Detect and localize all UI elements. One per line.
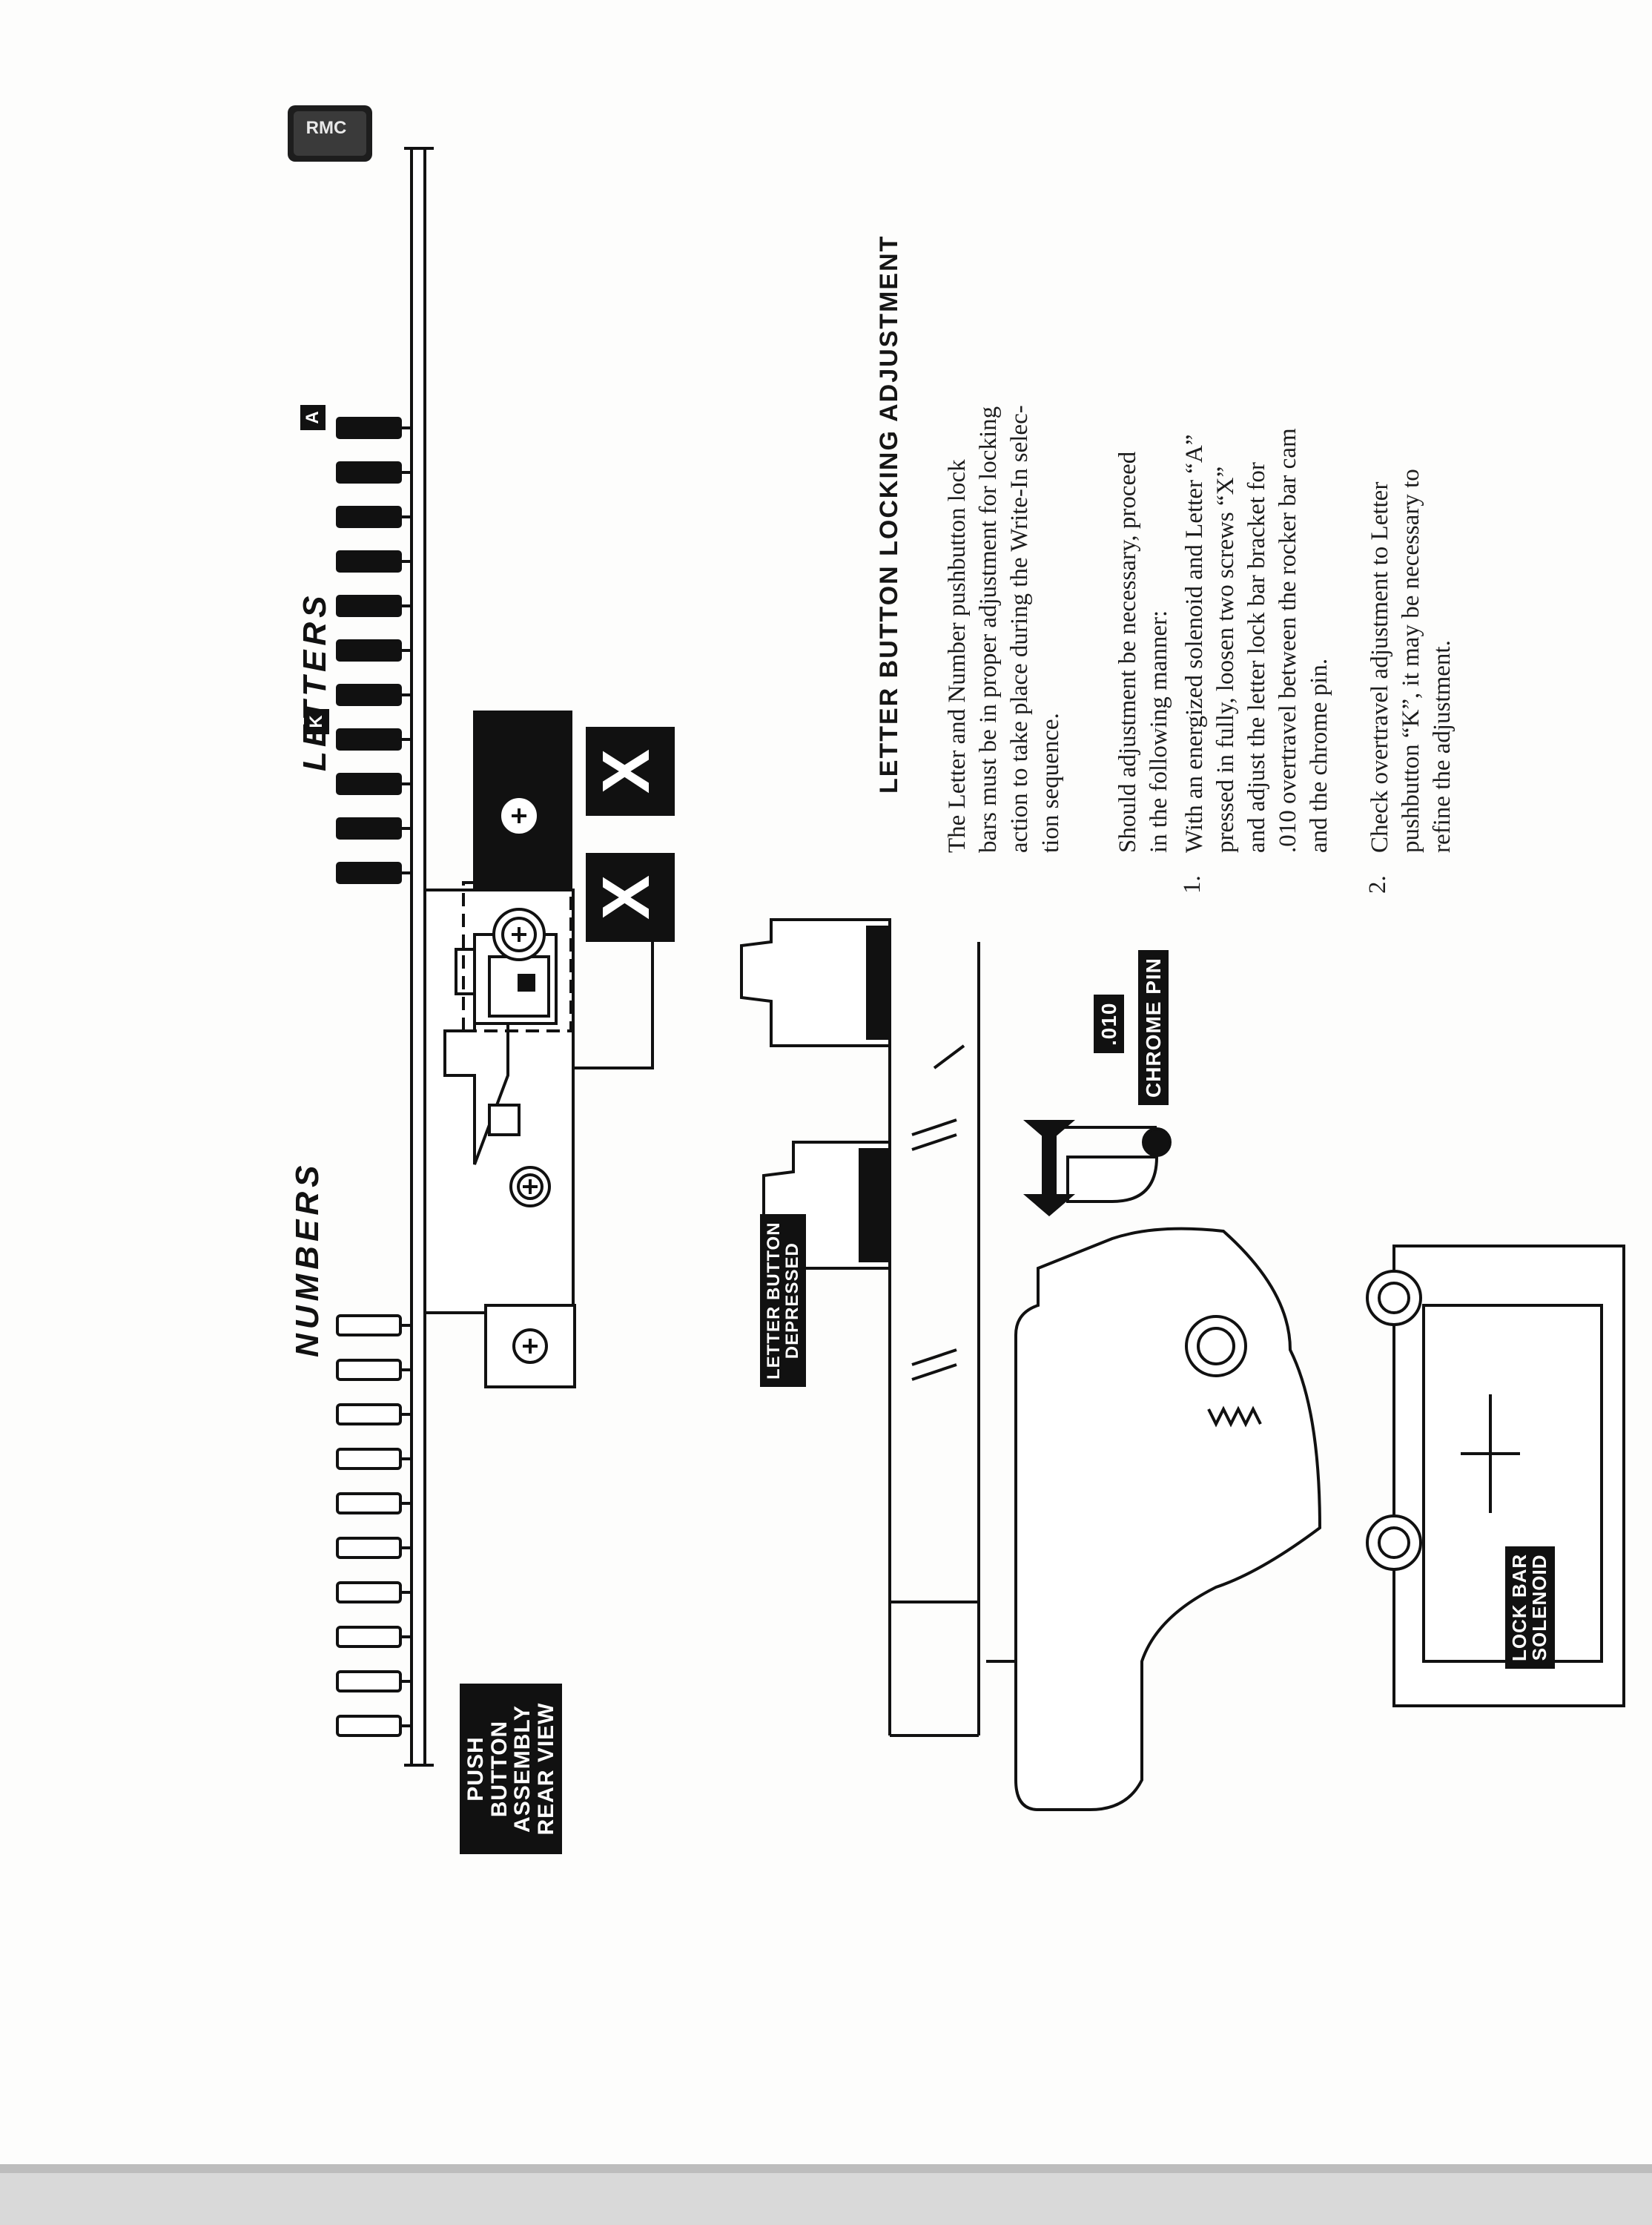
screw-x-mark: X xyxy=(589,875,664,920)
label-line: LOCK BAR xyxy=(1508,1553,1530,1661)
gap-arrows xyxy=(1023,1120,1075,1216)
scan-edge xyxy=(0,2173,1652,2225)
rmc-logo: RMC xyxy=(288,105,372,162)
number-keys xyxy=(336,1314,412,1737)
gap-label: .010 xyxy=(1094,995,1125,1053)
screw-x-boxes xyxy=(586,727,675,942)
label-line: DEPRESSED xyxy=(782,1242,803,1359)
logo-text: RMC xyxy=(306,118,347,138)
lock-bar-mechanism xyxy=(740,918,1625,1811)
label-line: SOLENOID xyxy=(1528,1554,1551,1661)
screw-x-mark: X xyxy=(589,749,664,794)
letter-button-depressed-label: LETTER BUTTON DEPRESSED xyxy=(760,1214,807,1387)
letter-keys xyxy=(336,417,412,884)
label-line: LETTER BUTTON xyxy=(764,1222,784,1380)
scan-edge-shadow xyxy=(0,2164,1652,2175)
chrome-pin-label: CHROME PIN xyxy=(1138,950,1169,1105)
solenoid-label: LOCK BAR SOLENOID xyxy=(1505,1546,1555,1669)
